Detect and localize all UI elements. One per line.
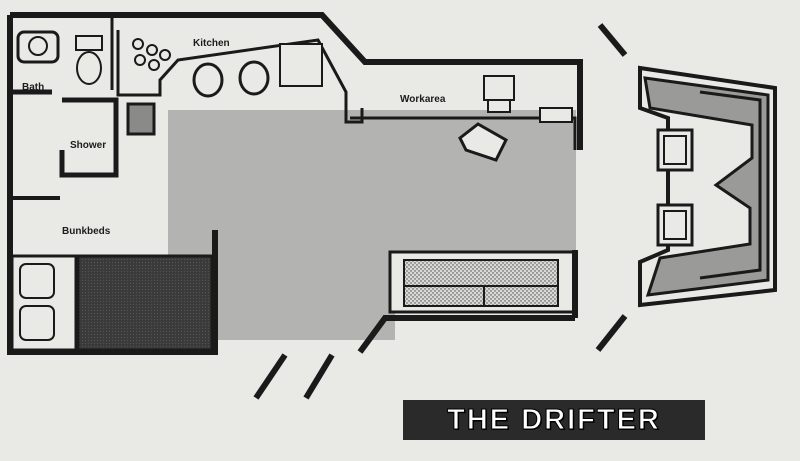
workarea-monitor [483, 75, 515, 101]
bunkbed-mattress [76, 254, 214, 352]
label-bath: Bath [22, 82, 44, 93]
kitchen-sink [126, 102, 156, 136]
stool-left [192, 62, 224, 98]
label-kitchen: Kitchen [193, 38, 230, 49]
map-title-banner: THE DRIFTER [403, 400, 705, 440]
sofa-seat-left [403, 285, 485, 307]
door-flap-left [253, 353, 288, 400]
bath-sink-bowl [28, 36, 48, 56]
lower-hull-wall [357, 315, 575, 354]
bunkbed-frame [10, 254, 78, 352]
burner-5 [159, 49, 171, 61]
burner-3 [134, 54, 146, 66]
kitchen-counter [116, 30, 364, 124]
label-workarea: Workarea [400, 94, 446, 105]
kitchen-cabinet [279, 43, 323, 87]
bath-sink [16, 30, 60, 64]
burner-2 [146, 44, 158, 56]
cockpit-entry-lower [595, 314, 628, 352]
bunk-pillow-bottom [19, 305, 55, 341]
toilet-tank [75, 35, 103, 51]
workarea-desk [350, 116, 577, 150]
bunk-floor-area [215, 230, 395, 340]
sofa-back [403, 259, 559, 287]
cockpit-entry-upper [597, 23, 628, 57]
sofa-seat-right [483, 285, 559, 307]
toilet-bowl [76, 51, 102, 85]
stool-right [238, 60, 270, 96]
label-shower: Shower [70, 140, 106, 151]
shower-walls [59, 97, 119, 178]
workarea-keyboard [487, 99, 511, 113]
map-title: THE DRIFTER [447, 403, 661, 436]
workarea-chair [458, 122, 508, 162]
door-flap-right [303, 353, 335, 400]
hull-left-wall [7, 15, 218, 355]
pilot-seat-upper-cushion [663, 135, 687, 165]
burner-4 [148, 59, 160, 71]
burner-1 [132, 38, 144, 50]
workarea-shelf [539, 107, 573, 123]
pilot-seat-lower-cushion [663, 210, 687, 240]
hull-top-wall [10, 12, 583, 150]
label-bunkbeds: Bunkbeds [62, 226, 111, 237]
bunk-pillow-top [19, 263, 55, 299]
cockpit-window [699, 90, 762, 280]
